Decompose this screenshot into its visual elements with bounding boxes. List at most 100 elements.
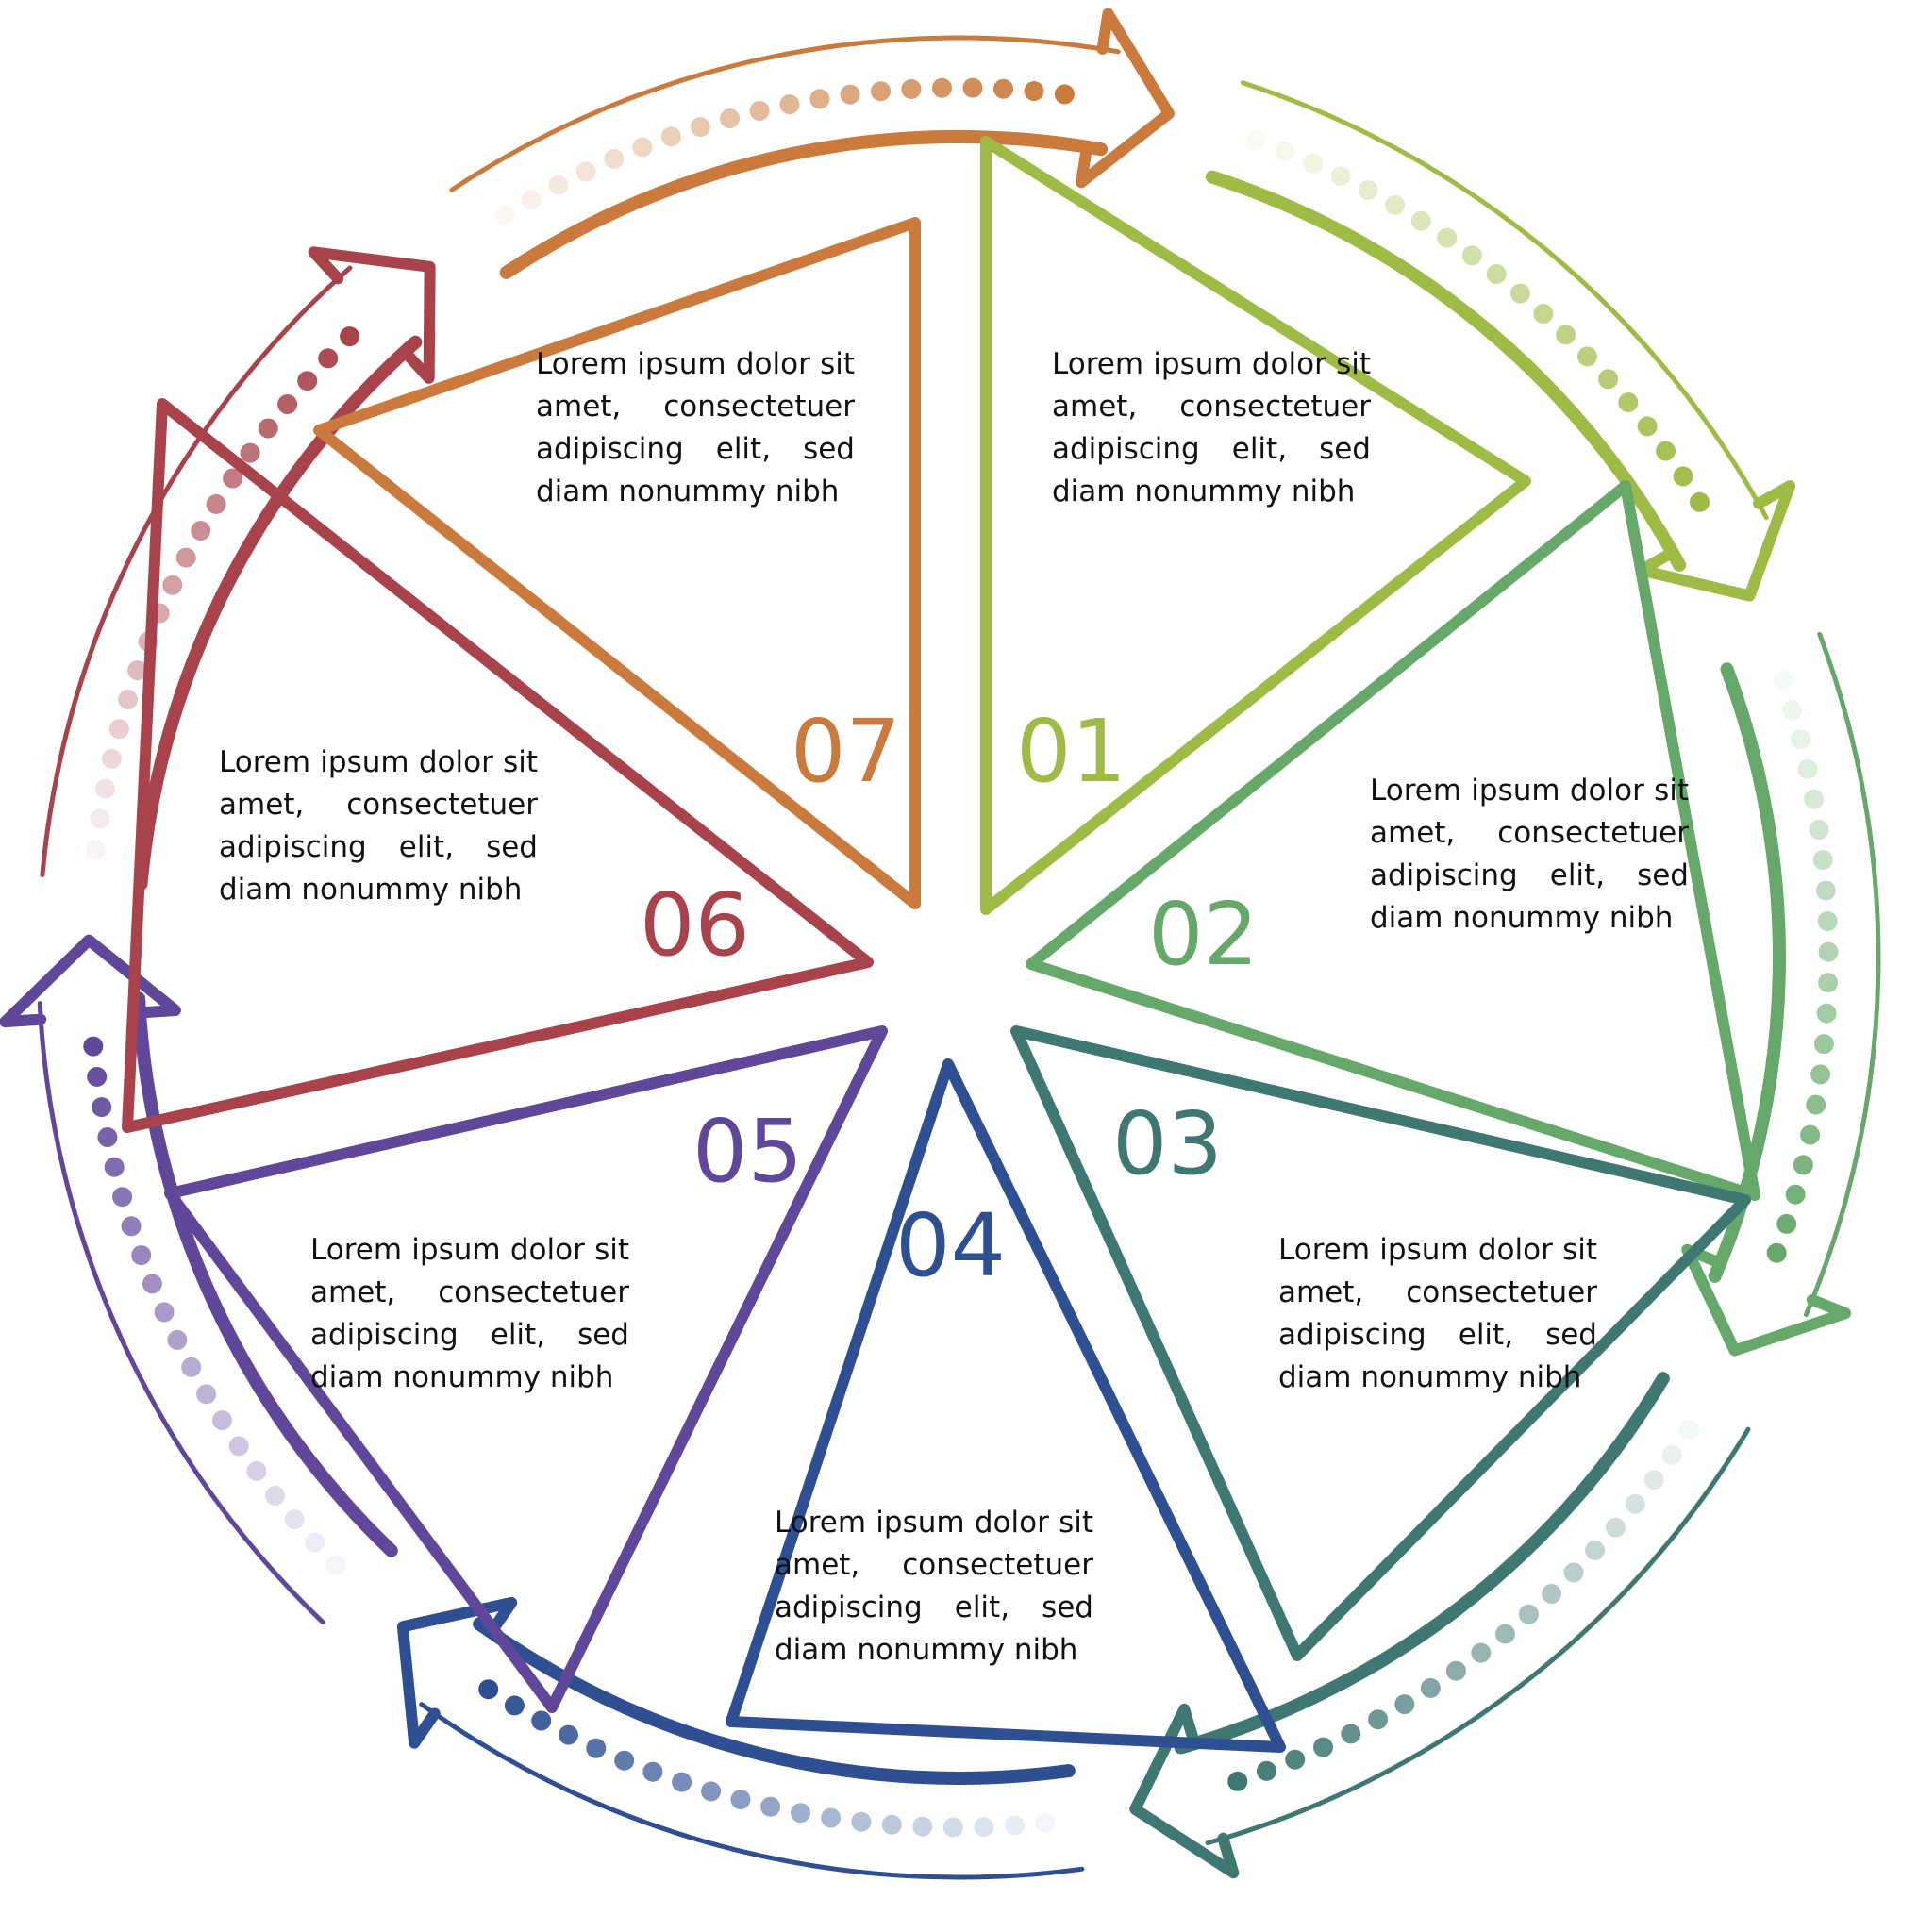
- arrow-dot-03-16: [1341, 1724, 1361, 1744]
- arrow-dot-06-6: [118, 690, 138, 709]
- arrow-dot-04-20: [478, 1679, 499, 1700]
- segment-text-01: Lorem ipsum dolor sit amet, consectetuer…: [1052, 347, 1371, 508]
- arrow-inner-edge-01: [1205, 170, 1687, 572]
- arrow-dot-01-14: [1577, 346, 1597, 367]
- segment-text-02: Lorem ipsum dolor sit amet, consectetuer…: [1370, 774, 1689, 935]
- arrow-dot-06-7: [127, 660, 148, 681]
- segment-number-02: 02: [1148, 884, 1259, 985]
- arrow-dot-04-12: [701, 1781, 722, 1802]
- arrow-dot-04-7: [851, 1811, 872, 1832]
- arrow-dot-04-2: [1004, 1815, 1025, 1836]
- arrow-dot-01-13: [1556, 325, 1576, 345]
- arrow-dot-03-6: [1585, 1540, 1606, 1560]
- arrow-inner-edge-05: [132, 991, 398, 1557]
- arrow-dot-05-14: [121, 1216, 142, 1237]
- arrow-dot-01-8: [1437, 227, 1458, 248]
- segment-number-06: 06: [640, 874, 750, 975]
- segment-text-03: Lorem ipsum dolor sit amet, consectetuer…: [1278, 1233, 1597, 1394]
- arrow-dot-04-8: [821, 1807, 842, 1828]
- arrow-dot-01-4: [1330, 166, 1351, 187]
- arrowhead-02: [1681, 1243, 1852, 1357]
- arrow-dot-07-20: [1054, 84, 1075, 105]
- arrow-dot-05-5: [246, 1461, 267, 1481]
- arrow-dot-04-3: [974, 1817, 994, 1838]
- arrow-dot-06-4: [101, 748, 122, 769]
- arrow-dot-03-11: [1471, 1642, 1492, 1663]
- arrow-dot-05-9: [181, 1357, 202, 1377]
- arrow-dot-04-14: [642, 1761, 663, 1782]
- segment-number-07: 07: [791, 701, 901, 802]
- arrow-dot-02-1: [1773, 670, 1793, 691]
- segment-text-05: Lorem ipsum dolor sit amet, consectetuer…: [310, 1233, 629, 1394]
- arrow-dot-07-10: [749, 101, 770, 121]
- arrow-dot-02-9: [1817, 911, 1838, 931]
- arrow-dot-01-12: [1533, 304, 1554, 324]
- segment-wedge-03: [1010, 1025, 1751, 1661]
- arrow-dot-03-2: [1661, 1444, 1682, 1465]
- arrow-dot-06-2: [90, 808, 110, 829]
- arrow-outer-edge-04: [419, 1702, 1085, 1880]
- arrow-dot-07-4: [575, 161, 596, 182]
- segment-wedge-01: [980, 136, 1531, 915]
- arrow-dot-07-9: [720, 108, 740, 128]
- arrow-dot-07-12: [809, 89, 830, 109]
- arrow-dot-02-5: [1804, 789, 1825, 809]
- arrow-dot-06-3: [95, 778, 115, 799]
- arrow-dot-07-2: [521, 190, 542, 210]
- arrow-dot-04-5: [912, 1816, 933, 1837]
- arrow-dot-07-15: [901, 78, 922, 99]
- arrow-dot-06-5: [108, 719, 129, 740]
- arrowhead-05: [0, 934, 181, 1028]
- arrow-dot-01-11: [1509, 283, 1530, 304]
- arrow-dot-02-20: [1766, 1242, 1787, 1263]
- arrow-dot-05-12: [142, 1274, 162, 1294]
- arrow-dot-02-2: [1782, 699, 1803, 720]
- segment-numbers: 01 02 03 04 05 06 07: [640, 701, 1259, 1296]
- arrow-dot-05-13: [131, 1245, 152, 1266]
- cycle-arrow-06: [40, 246, 436, 891]
- arrow-dot-07-8: [690, 117, 710, 138]
- segment-number-01: 01: [1016, 701, 1126, 802]
- arrow-dot-02-8: [1815, 880, 1836, 901]
- arrow-dot-06-19: [318, 348, 339, 369]
- arrow-dot-06-13: [206, 493, 226, 514]
- arrow-dot-06-12: [191, 521, 211, 541]
- arrow-dot-01-1: [1245, 130, 1266, 151]
- segment-wedge-05: [164, 1025, 888, 1713]
- arrowhead-01: [1635, 480, 1796, 602]
- segment-number-04: 04: [895, 1195, 1006, 1296]
- arrow-dot-05-1: [325, 1555, 346, 1575]
- arrow-dot-05-2: [305, 1532, 325, 1553]
- arrow-dot-03-19: [1257, 1760, 1276, 1781]
- arrow-dot-06-18: [297, 371, 318, 391]
- arrow-dot-04-11: [730, 1790, 751, 1810]
- arrow-dot-02-19: [1776, 1213, 1797, 1234]
- arrow-dot-06-1: [85, 839, 106, 859]
- arrow-dot-03-5: [1605, 1517, 1626, 1538]
- arrow-dot-02-3: [1791, 729, 1810, 750]
- arrow-outer-edge-01: [1240, 80, 1769, 521]
- cycle-arrow-05: [0, 934, 398, 1625]
- arrow-dot-02-10: [1818, 941, 1839, 962]
- arrow-dot-04-16: [586, 1738, 607, 1758]
- arrow-dot-07-17: [962, 77, 983, 98]
- arrow-dot-04-6: [881, 1814, 902, 1835]
- arrow-outer-edge-02: [1803, 631, 1881, 1318]
- arrow-dot-03-10: [1495, 1624, 1515, 1644]
- arrow-dot-02-6: [1809, 819, 1829, 840]
- arrow-dot-03-7: [1563, 1562, 1584, 1583]
- arrow-dot-07-6: [632, 137, 653, 158]
- segment-wedge-04: [726, 1058, 1286, 1753]
- arrow-dot-07-3: [548, 175, 569, 195]
- arrow-dot-04-9: [791, 1803, 810, 1824]
- arrow-dot-01-2: [1275, 141, 1295, 161]
- arrow-dot-07-14: [871, 81, 891, 102]
- segment-wedge-06: [122, 398, 874, 1133]
- arrow-dot-01-6: [1385, 194, 1406, 215]
- arrow-dot-03-4: [1625, 1493, 1645, 1514]
- arrow-dot-05-10: [167, 1329, 188, 1350]
- segment-text-06: Lorem ipsum dolor sit amet, consectetuer…: [219, 745, 538, 907]
- arrow-outer-edge-06: [40, 265, 353, 878]
- arrow-dot-04-4: [942, 1817, 963, 1838]
